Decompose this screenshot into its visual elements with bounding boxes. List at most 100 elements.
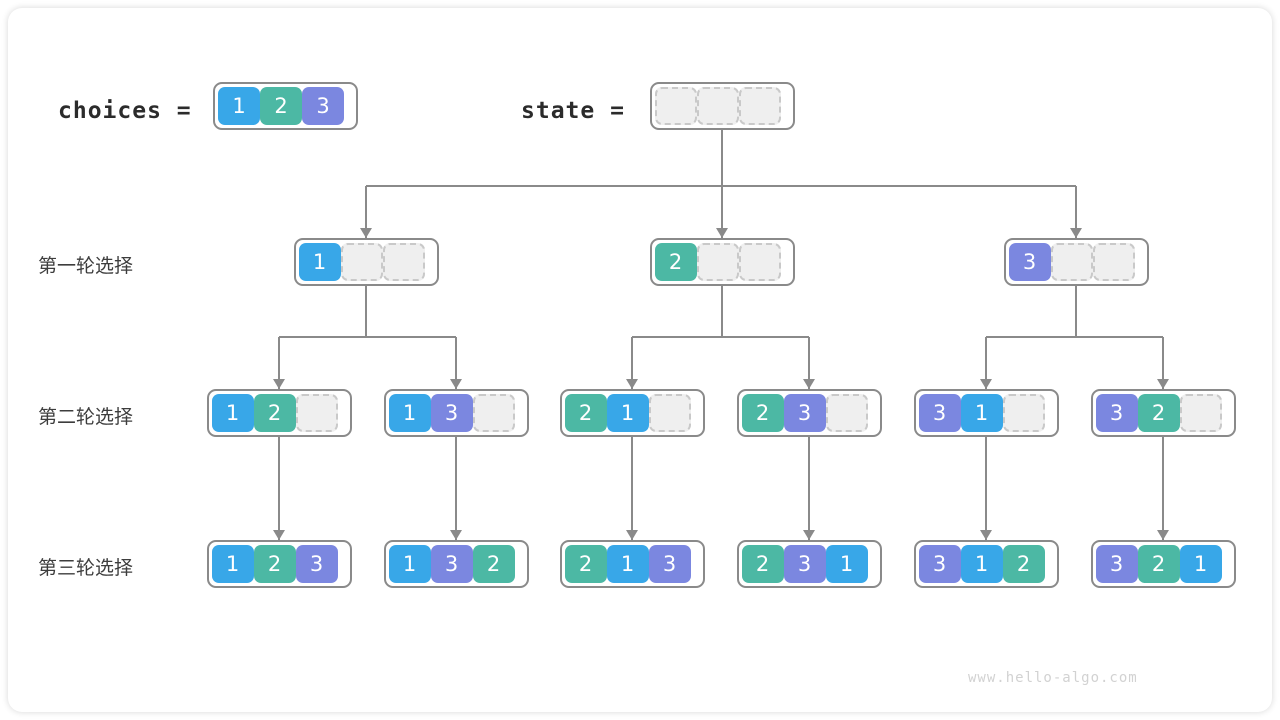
arrow-head-icon	[979, 379, 992, 389]
array-cell-value: 1	[606, 545, 649, 583]
tree-node-array: 2	[649, 238, 795, 286]
arrow-head-icon	[272, 530, 285, 540]
connector-line	[1161, 337, 1165, 389]
connector-line	[720, 130, 724, 186]
connector-line	[454, 337, 458, 389]
arrow-head-icon	[1156, 379, 1169, 389]
connector-line	[454, 437, 458, 540]
connector-line	[984, 437, 988, 540]
array-cell-empty	[1092, 243, 1135, 281]
state-label: state =	[521, 98, 625, 124]
arrow-head-icon	[625, 530, 638, 540]
connector-line	[632, 335, 809, 339]
row-label-round-3: 第三轮选择	[38, 557, 134, 579]
connector-line	[364, 186, 368, 238]
array-cell-value: 1	[298, 243, 341, 281]
array-cell-value: 3	[430, 394, 473, 432]
arrow-head-icon	[449, 379, 462, 389]
arrow-head-icon	[449, 530, 462, 540]
arrow-head-icon	[359, 228, 372, 238]
array-cell-empty	[472, 394, 515, 432]
arrow-head-icon	[625, 379, 638, 389]
array-cell-value: 2	[1137, 545, 1180, 583]
array-cell-value: 2	[564, 394, 607, 432]
array-cell-value: 3	[1095, 545, 1138, 583]
array-cell-empty	[655, 87, 697, 125]
array-cell-value: 1	[218, 87, 260, 125]
array-cell-value: 3	[302, 87, 344, 125]
array-cell-empty	[1002, 394, 1045, 432]
array-cell-value: 3	[295, 545, 338, 583]
array-cell-value: 2	[741, 394, 784, 432]
array-cell-empty	[340, 243, 383, 281]
array-cell-value: 1	[1179, 545, 1222, 583]
array-cell-value: 3	[918, 394, 961, 432]
array-cell-empty	[648, 394, 691, 432]
connector-line	[720, 286, 724, 337]
connector-line	[720, 186, 724, 238]
array-cell-value: 1	[388, 545, 431, 583]
arrow-head-icon	[802, 379, 815, 389]
array-cell-value: 2	[260, 87, 302, 125]
connector-line	[807, 437, 811, 540]
array-cell-value: 3	[1008, 243, 1051, 281]
array-cell-value: 3	[648, 545, 691, 583]
connector-line	[807, 337, 811, 389]
connector-line	[1074, 186, 1078, 238]
array-cell-value: 3	[1095, 394, 1138, 432]
array-cell-empty	[295, 394, 338, 432]
arrow-head-icon	[979, 530, 992, 540]
array-cell-value: 1	[211, 394, 254, 432]
array-cell-value: 2	[1137, 394, 1180, 432]
connector-line	[984, 337, 988, 389]
choices-label: choices =	[58, 98, 192, 124]
connector-line	[279, 335, 456, 339]
row-label-round-1: 第一轮选择	[38, 255, 134, 277]
connector-line	[1161, 437, 1165, 540]
array-cell-empty	[739, 87, 781, 125]
watermark: www.hello-algo.com	[968, 670, 1138, 686]
connector-line	[630, 437, 634, 540]
arrow-head-icon	[272, 379, 285, 389]
array-cell-empty	[738, 243, 781, 281]
array-cell-value: 3	[783, 394, 826, 432]
tree-node-array: 3	[1003, 238, 1149, 286]
array-cell-value: 1	[388, 394, 431, 432]
array-cell-empty	[1179, 394, 1222, 432]
array-cell-value: 1	[211, 545, 254, 583]
array-cell-value: 1	[960, 545, 1003, 583]
array-cell-value: 2	[564, 545, 607, 583]
tree-node-array: 1	[293, 238, 439, 286]
array-cell-value: 3	[430, 545, 473, 583]
array-cell-value: 2	[253, 545, 296, 583]
connector-line	[630, 337, 634, 389]
connector-line	[364, 286, 368, 337]
array-cell-value: 2	[1002, 545, 1045, 583]
array-cell-empty	[1050, 243, 1093, 281]
array-cell-value: 3	[918, 545, 961, 583]
array-cell-value: 1	[825, 545, 868, 583]
connector-line	[277, 437, 281, 540]
array-cell-empty	[825, 394, 868, 432]
row-label-round-2: 第二轮选择	[38, 406, 134, 428]
array-cell-empty	[382, 243, 425, 281]
arrow-head-icon	[802, 530, 815, 540]
array-cell-value: 2	[741, 545, 784, 583]
array-cell-value: 2	[654, 243, 697, 281]
array-cell-value: 3	[783, 545, 826, 583]
array-cell-value: 2	[253, 394, 296, 432]
array-cell-empty	[697, 87, 739, 125]
array-cell-empty	[696, 243, 739, 281]
